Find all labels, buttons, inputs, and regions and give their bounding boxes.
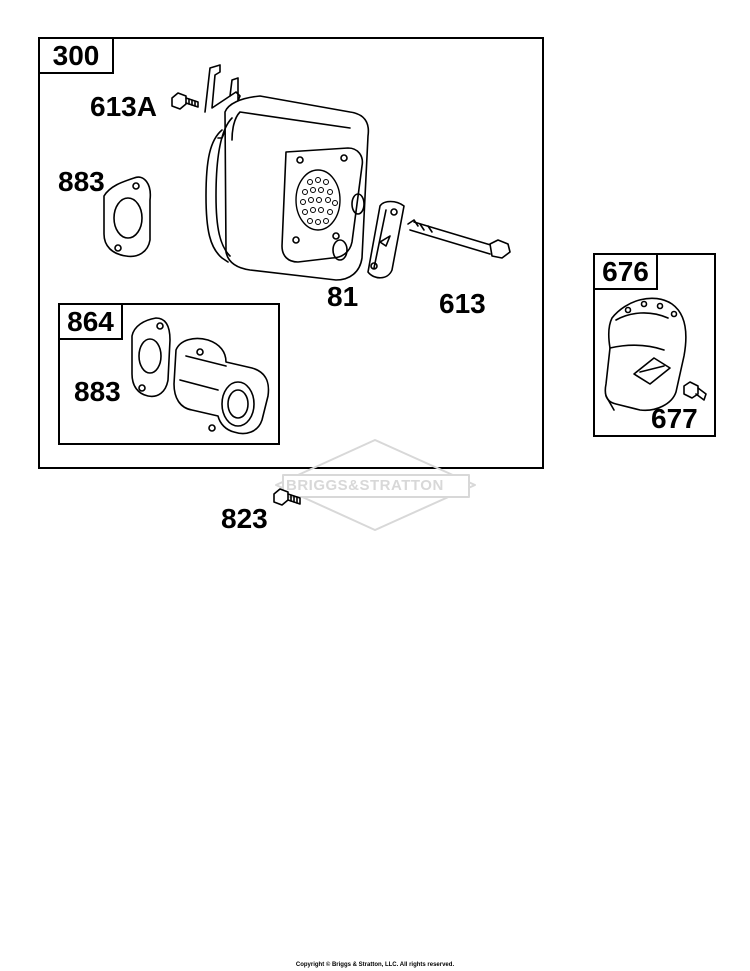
callout-613: 613 (439, 288, 486, 319)
gasket-883-upper-part (103, 176, 152, 258)
exhaust-elbow-assembly-ref: 864 (60, 305, 123, 340)
muffler-assembly-ref: 300 (40, 39, 114, 74)
screw-677-part (683, 381, 707, 401)
callout-613a: 613A (90, 91, 157, 122)
exhaust-elbow-assembly-box: 864 (58, 303, 280, 445)
callout-823: 823 (221, 503, 268, 534)
screw-823-part (273, 488, 301, 506)
muffler-guard-assembly-box: 676 (593, 253, 716, 437)
briggs-stratton-logo-watermark (275, 439, 476, 531)
callout-81: 81 (327, 281, 359, 312)
screw-613a-part (171, 92, 199, 110)
callout-883-upper: 883 (58, 166, 105, 197)
exhaust-elbow-part (173, 337, 270, 435)
muffler-guard-part (604, 297, 687, 412)
bolt-613-part (407, 219, 511, 259)
muffler-guard-assembly-ref: 676 (595, 255, 658, 290)
gasket-883-lower-part (131, 317, 171, 398)
callout-677: 677 (651, 403, 698, 434)
callout-883-lower: 883 (74, 376, 121, 407)
copyright-footer: Copyright © Briggs & Stratton, LLC. All … (295, 962, 455, 968)
deflector-81-part (367, 200, 405, 279)
muffler-assembly-box: 300 (38, 37, 544, 469)
briggs-stratton-watermark-text: BRIGGS&STRATTON (286, 477, 444, 494)
muffler-body-part (205, 95, 370, 281)
